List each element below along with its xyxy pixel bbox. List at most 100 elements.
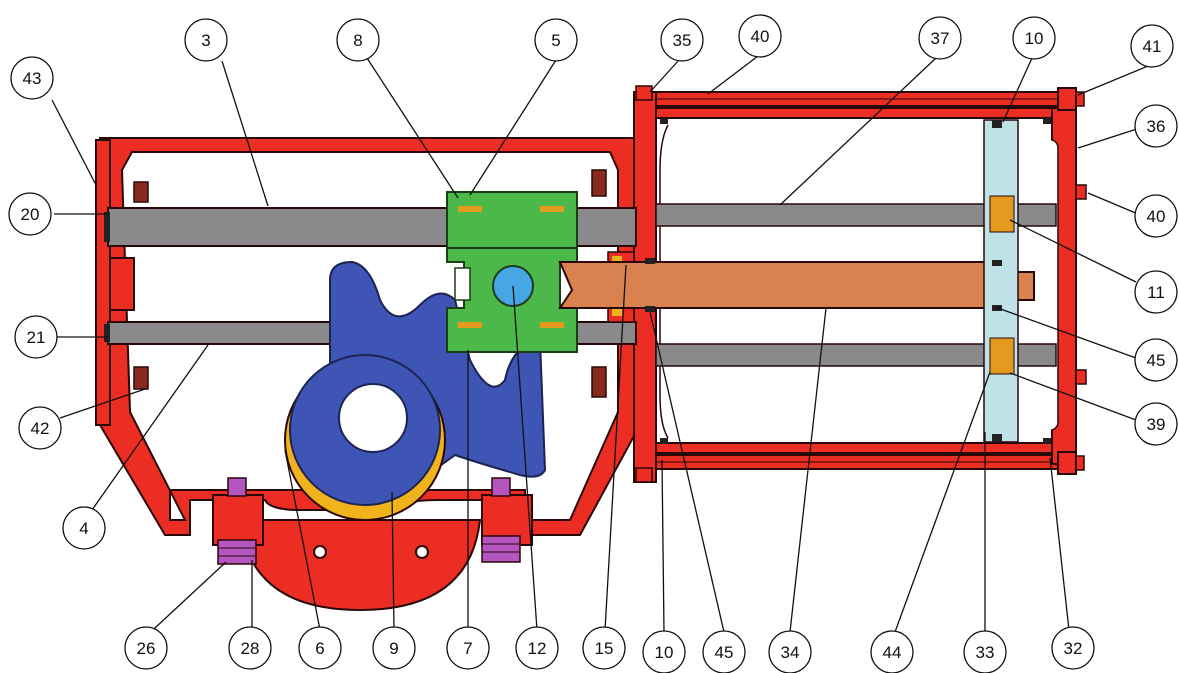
bolt-nut-left bbox=[217, 539, 257, 565]
callout-label: 9 bbox=[389, 639, 398, 658]
callout-c8: 8 bbox=[336, 18, 380, 62]
callout-circle bbox=[768, 630, 812, 673]
callout-label: 10 bbox=[1025, 29, 1044, 48]
callout-c15: 15 bbox=[582, 626, 626, 670]
callout-label: 45 bbox=[1147, 351, 1166, 370]
tie-rod-nut-top-end bbox=[1075, 91, 1085, 107]
callout-label: 43 bbox=[23, 69, 42, 88]
callout-circle bbox=[1130, 24, 1174, 68]
callout-c42: 42 bbox=[18, 406, 62, 450]
slider-block bbox=[446, 191, 578, 353]
callout-circle bbox=[18, 406, 62, 450]
flange-hole bbox=[415, 545, 429, 559]
callout-circle bbox=[336, 18, 380, 62]
callout-label: 36 bbox=[1147, 117, 1166, 136]
callout-c39: 39 bbox=[1134, 402, 1178, 446]
callout-circle bbox=[702, 630, 746, 673]
callout-c10-bottom: 10 bbox=[642, 630, 686, 673]
leader-lines bbox=[51, 55, 1149, 641]
mounting-bolts bbox=[217, 477, 521, 565]
callout-label: 4 bbox=[79, 519, 88, 538]
callout-c35: 35 bbox=[660, 18, 704, 62]
callout-circle bbox=[298, 626, 342, 670]
piston-disc bbox=[983, 119, 1019, 443]
callout-circle bbox=[963, 630, 1007, 673]
tie-rod-nut-top bbox=[1057, 87, 1077, 111]
cylinder-tube-bottom bbox=[649, 442, 1056, 454]
callout-label: 21 bbox=[27, 328, 46, 347]
callout-circle bbox=[124, 626, 168, 670]
tie-rod-nut-left-bottom bbox=[635, 467, 653, 483]
hub-bore bbox=[338, 383, 408, 453]
callout-circle bbox=[14, 315, 58, 359]
callout-c11: 11 bbox=[1134, 270, 1178, 314]
callout-circle bbox=[738, 14, 782, 58]
end-cap-window bbox=[109, 257, 135, 311]
callout-c7: 7 bbox=[446, 626, 490, 670]
callout-circle bbox=[534, 18, 578, 62]
callout-circle bbox=[1134, 402, 1178, 446]
callout-c4: 4 bbox=[62, 506, 106, 550]
callout-label: 10 bbox=[655, 643, 674, 662]
callout-label: 40 bbox=[1147, 207, 1166, 226]
side-bolt-2 bbox=[1075, 369, 1087, 385]
callout-label: 37 bbox=[931, 29, 950, 48]
callout-label: 39 bbox=[1147, 415, 1166, 434]
callout-label: 40 bbox=[751, 27, 770, 46]
callout-circle bbox=[446, 626, 490, 670]
tie-rod-nut-left-top bbox=[635, 85, 653, 101]
callout-c41: 41 bbox=[1130, 24, 1174, 68]
callout-label: 3 bbox=[201, 31, 210, 50]
callout-c40-right: 40 bbox=[1134, 194, 1178, 238]
callout-c12: 12 bbox=[515, 626, 559, 670]
callout-circle bbox=[1134, 104, 1178, 148]
callout-circle bbox=[8, 192, 52, 236]
callout-label: 28 bbox=[241, 639, 260, 658]
callout-label: 8 bbox=[353, 31, 362, 50]
cylinder-rod-lower bbox=[655, 343, 1057, 367]
piston-rod bbox=[558, 261, 1035, 309]
callout-circle bbox=[184, 18, 228, 62]
callout-circle bbox=[1051, 626, 1095, 670]
scotch-yoke bbox=[284, 260, 547, 521]
end-cap-plate bbox=[95, 139, 111, 426]
callout-c37: 37 bbox=[918, 16, 962, 60]
callout-c32: 32 bbox=[1051, 626, 1095, 670]
callout-label: 41 bbox=[1143, 37, 1162, 56]
callout-c6: 6 bbox=[298, 626, 342, 670]
callout-circle bbox=[10, 56, 54, 100]
callout-label: 32 bbox=[1064, 639, 1083, 658]
callout-label: 11 bbox=[1147, 283, 1165, 302]
callout-c44: 44 bbox=[870, 630, 914, 673]
callout-c3: 3 bbox=[184, 18, 228, 62]
bolt-head-left-top bbox=[227, 477, 247, 497]
bolt-nut-right bbox=[481, 535, 521, 563]
bottom-boss-left bbox=[212, 494, 264, 546]
callout-c45-right: 45 bbox=[1134, 338, 1178, 382]
callout-c45-bottom: 45 bbox=[702, 630, 746, 673]
callout-circle bbox=[62, 506, 106, 550]
bolt-head-right-top bbox=[491, 477, 511, 497]
piston-assembly bbox=[558, 119, 1035, 443]
callout-label: 34 bbox=[781, 643, 800, 662]
callout-c9: 9 bbox=[372, 626, 416, 670]
callout-circle bbox=[660, 18, 704, 62]
callout-circle bbox=[1134, 194, 1178, 238]
flange-hole bbox=[313, 545, 327, 559]
tie-rod-nut-bottom bbox=[1057, 451, 1077, 475]
callout-circle bbox=[582, 626, 626, 670]
callout-label: 44 bbox=[883, 643, 902, 662]
callout-circle bbox=[1134, 270, 1178, 314]
tie-rod-nut-bottom-end bbox=[1075, 455, 1085, 471]
callout-c43-top-left: 43 bbox=[10, 56, 54, 100]
nut-top-right bbox=[591, 169, 607, 197]
callout-label: 33 bbox=[976, 643, 995, 662]
side-bolt-1 bbox=[1075, 184, 1087, 200]
callout-circle bbox=[642, 630, 686, 673]
nut-bottom-right bbox=[591, 366, 607, 398]
callout-label: 45 bbox=[715, 643, 734, 662]
callout-c40-top: 40 bbox=[738, 14, 782, 58]
callout-c20: 20 bbox=[8, 192, 52, 236]
